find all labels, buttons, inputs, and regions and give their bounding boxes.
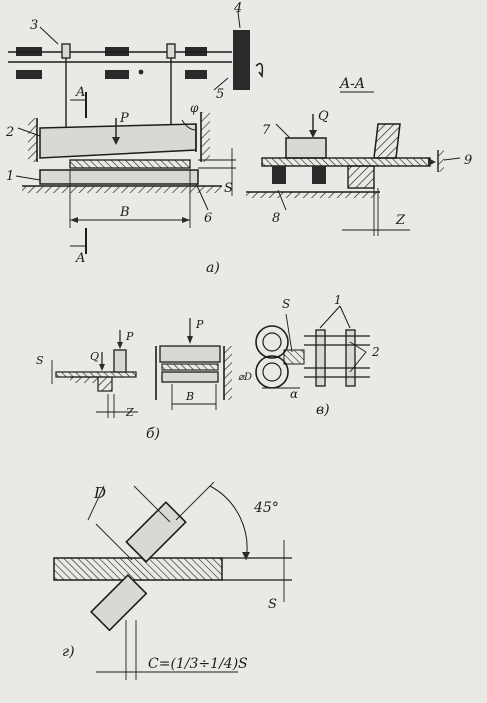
caption-b: б) [146, 426, 160, 442]
callout-7: 7 [262, 123, 271, 138]
callout-2: 2 [371, 345, 380, 359]
upper-blade [159, 345, 221, 363]
crank-pin [166, 43, 176, 59]
support-left [272, 166, 286, 184]
force-p2-label: P [195, 318, 204, 331]
support-right [312, 166, 326, 184]
callout-9: 9 [464, 153, 472, 168]
dim-z-label: Z [125, 406, 134, 419]
sheet-material [283, 349, 305, 365]
lower-knife [97, 376, 113, 392]
force-p1-label: P [125, 330, 134, 343]
force-q-label: Q [90, 350, 99, 363]
callout-2: 2 [5, 125, 14, 140]
dim-s-label: S [282, 297, 290, 311]
lower-blade-section [347, 165, 375, 189]
dim-b-label: B [185, 390, 194, 403]
dim-s-label: S [224, 181, 233, 196]
crank-pin [61, 43, 71, 59]
section-title: A-A [338, 76, 365, 92]
dim-s-label: S [36, 354, 44, 367]
roller-disc [255, 325, 289, 359]
panel-v [255, 305, 370, 389]
sheet-material [55, 371, 137, 378]
dim-b-label: B [119, 205, 130, 220]
upper-knife [113, 349, 127, 373]
callout-5: 5 [216, 87, 224, 102]
disc-knife [315, 329, 326, 387]
roller-disc [255, 355, 289, 389]
caption-g: г) [62, 644, 75, 660]
sheet-material [69, 159, 191, 169]
upper-disc-knife [125, 501, 187, 563]
disc-knife [345, 329, 356, 387]
panel-b [51, 318, 232, 418]
upper-blade-section [373, 123, 401, 159]
panel-g [53, 481, 292, 680]
guide-wall [201, 112, 210, 162]
bearing-block [185, 70, 207, 79]
sheet-material [53, 557, 223, 581]
callout-3: 3 [30, 18, 38, 33]
dim-d-label: D [93, 484, 106, 502]
angle-45-label: 45° [253, 500, 279, 516]
caption-v: в) [316, 402, 330, 418]
force-p-label: P [119, 111, 129, 126]
panel-a [8, 11, 461, 254]
callout-6: 6 [204, 211, 212, 226]
hold-down-clamp [285, 137, 327, 159]
crankshaft [8, 30, 264, 128]
bearing-block [105, 70, 129, 79]
callout-1: 1 [6, 169, 14, 184]
sheet-material [161, 363, 219, 371]
caption-a: а) [206, 260, 220, 276]
callout-4: 4 [233, 1, 242, 16]
bearing-block [16, 70, 42, 79]
angle-phi-label: φ [190, 101, 199, 115]
gap-formula: C=(1/3÷1/4)S [148, 656, 248, 672]
flywheel [233, 30, 250, 90]
frame-wall [28, 118, 37, 162]
section-mark-top: A [75, 85, 85, 100]
force-q-label: Q [318, 109, 329, 124]
lower-disc-knife [89, 573, 148, 632]
sheet-section [261, 157, 431, 167]
lower-blade [39, 169, 199, 185]
callout-1: 1 [334, 293, 342, 307]
lower-blade [161, 371, 219, 383]
callout-8: 8 [272, 211, 280, 226]
angle-alpha-label: α [290, 387, 298, 401]
dim-z-label: Z [395, 213, 406, 228]
dim-s-label: S [268, 597, 277, 612]
rotation-arrow-icon [255, 62, 264, 78]
center-dot [138, 69, 144, 75]
base-ground [22, 186, 222, 193]
dim-d-label: ⌀D [238, 372, 252, 383]
section-mark-bottom: A [75, 251, 85, 266]
